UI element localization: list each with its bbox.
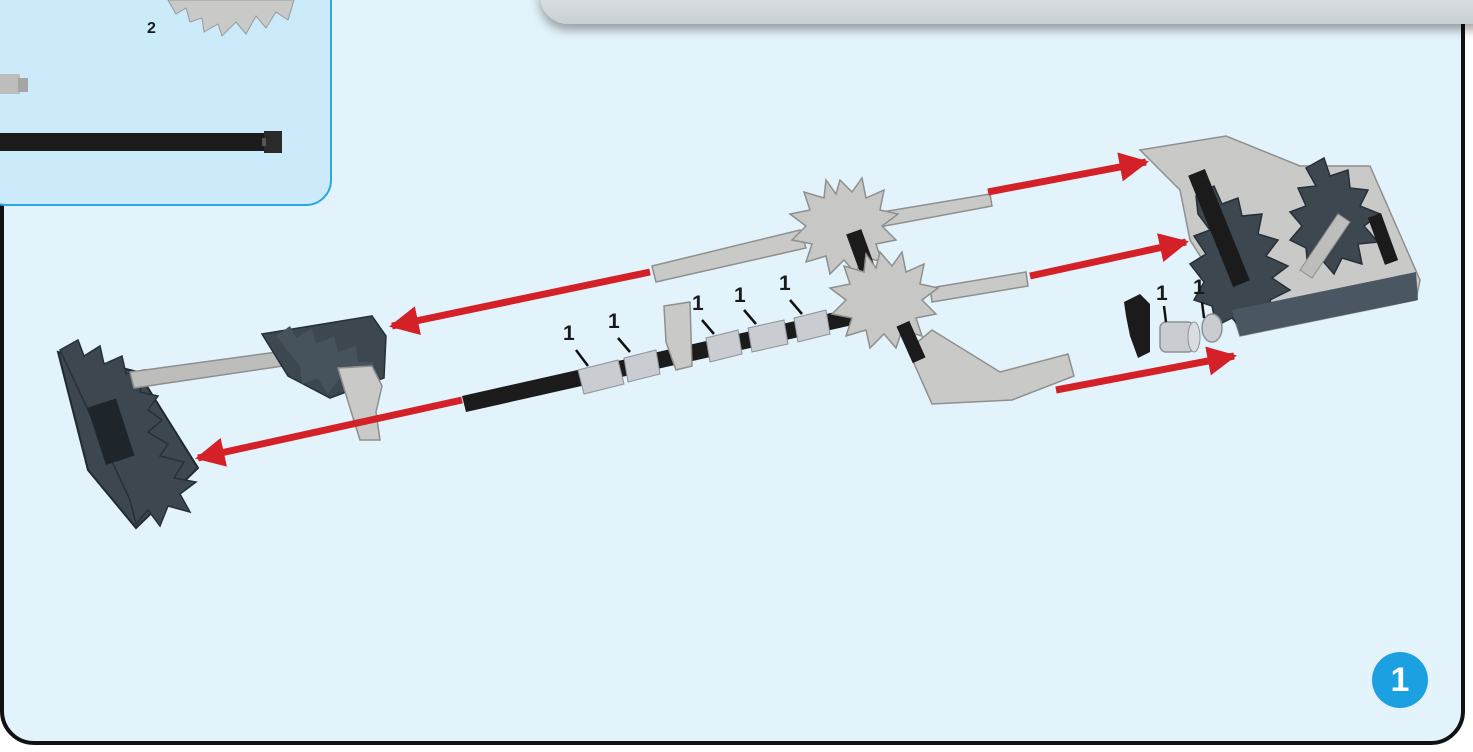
spacer-callout-3: 1 bbox=[692, 292, 704, 316]
arrow-axle-to-left-frame bbox=[198, 400, 462, 458]
center-upper-gear bbox=[652, 178, 992, 291]
right-frame-part bbox=[1140, 136, 1420, 336]
arrow-lower-rod-to-right-frame bbox=[1030, 242, 1186, 276]
right-part-callout-1: 1 bbox=[1156, 282, 1168, 306]
center-axle bbox=[462, 302, 866, 412]
parts-panel-gear-icon bbox=[168, 0, 294, 36]
spacer-callout-1: 1 bbox=[563, 322, 575, 346]
gear-quantity-label: 2 bbox=[147, 20, 156, 38]
loose-black-clip bbox=[1124, 294, 1150, 358]
arrow-bottom-to-right-frame bbox=[1056, 356, 1234, 390]
arrow-upper-rod-to-right-frame bbox=[988, 162, 1146, 192]
loose-ring-part bbox=[1202, 314, 1222, 342]
spacer-callout-4: 1 bbox=[734, 284, 746, 308]
parts-panel-connector-icon bbox=[0, 74, 28, 94]
loose-spacer-part bbox=[1160, 322, 1200, 352]
spacer-callout-2: 1 bbox=[608, 310, 620, 334]
right-part-callout-2: 1 bbox=[1193, 276, 1205, 300]
step-number-badge: 1 bbox=[1372, 652, 1428, 708]
spacer-callout-5: 1 bbox=[779, 272, 791, 296]
parts-panel-rod-icon bbox=[0, 131, 282, 153]
